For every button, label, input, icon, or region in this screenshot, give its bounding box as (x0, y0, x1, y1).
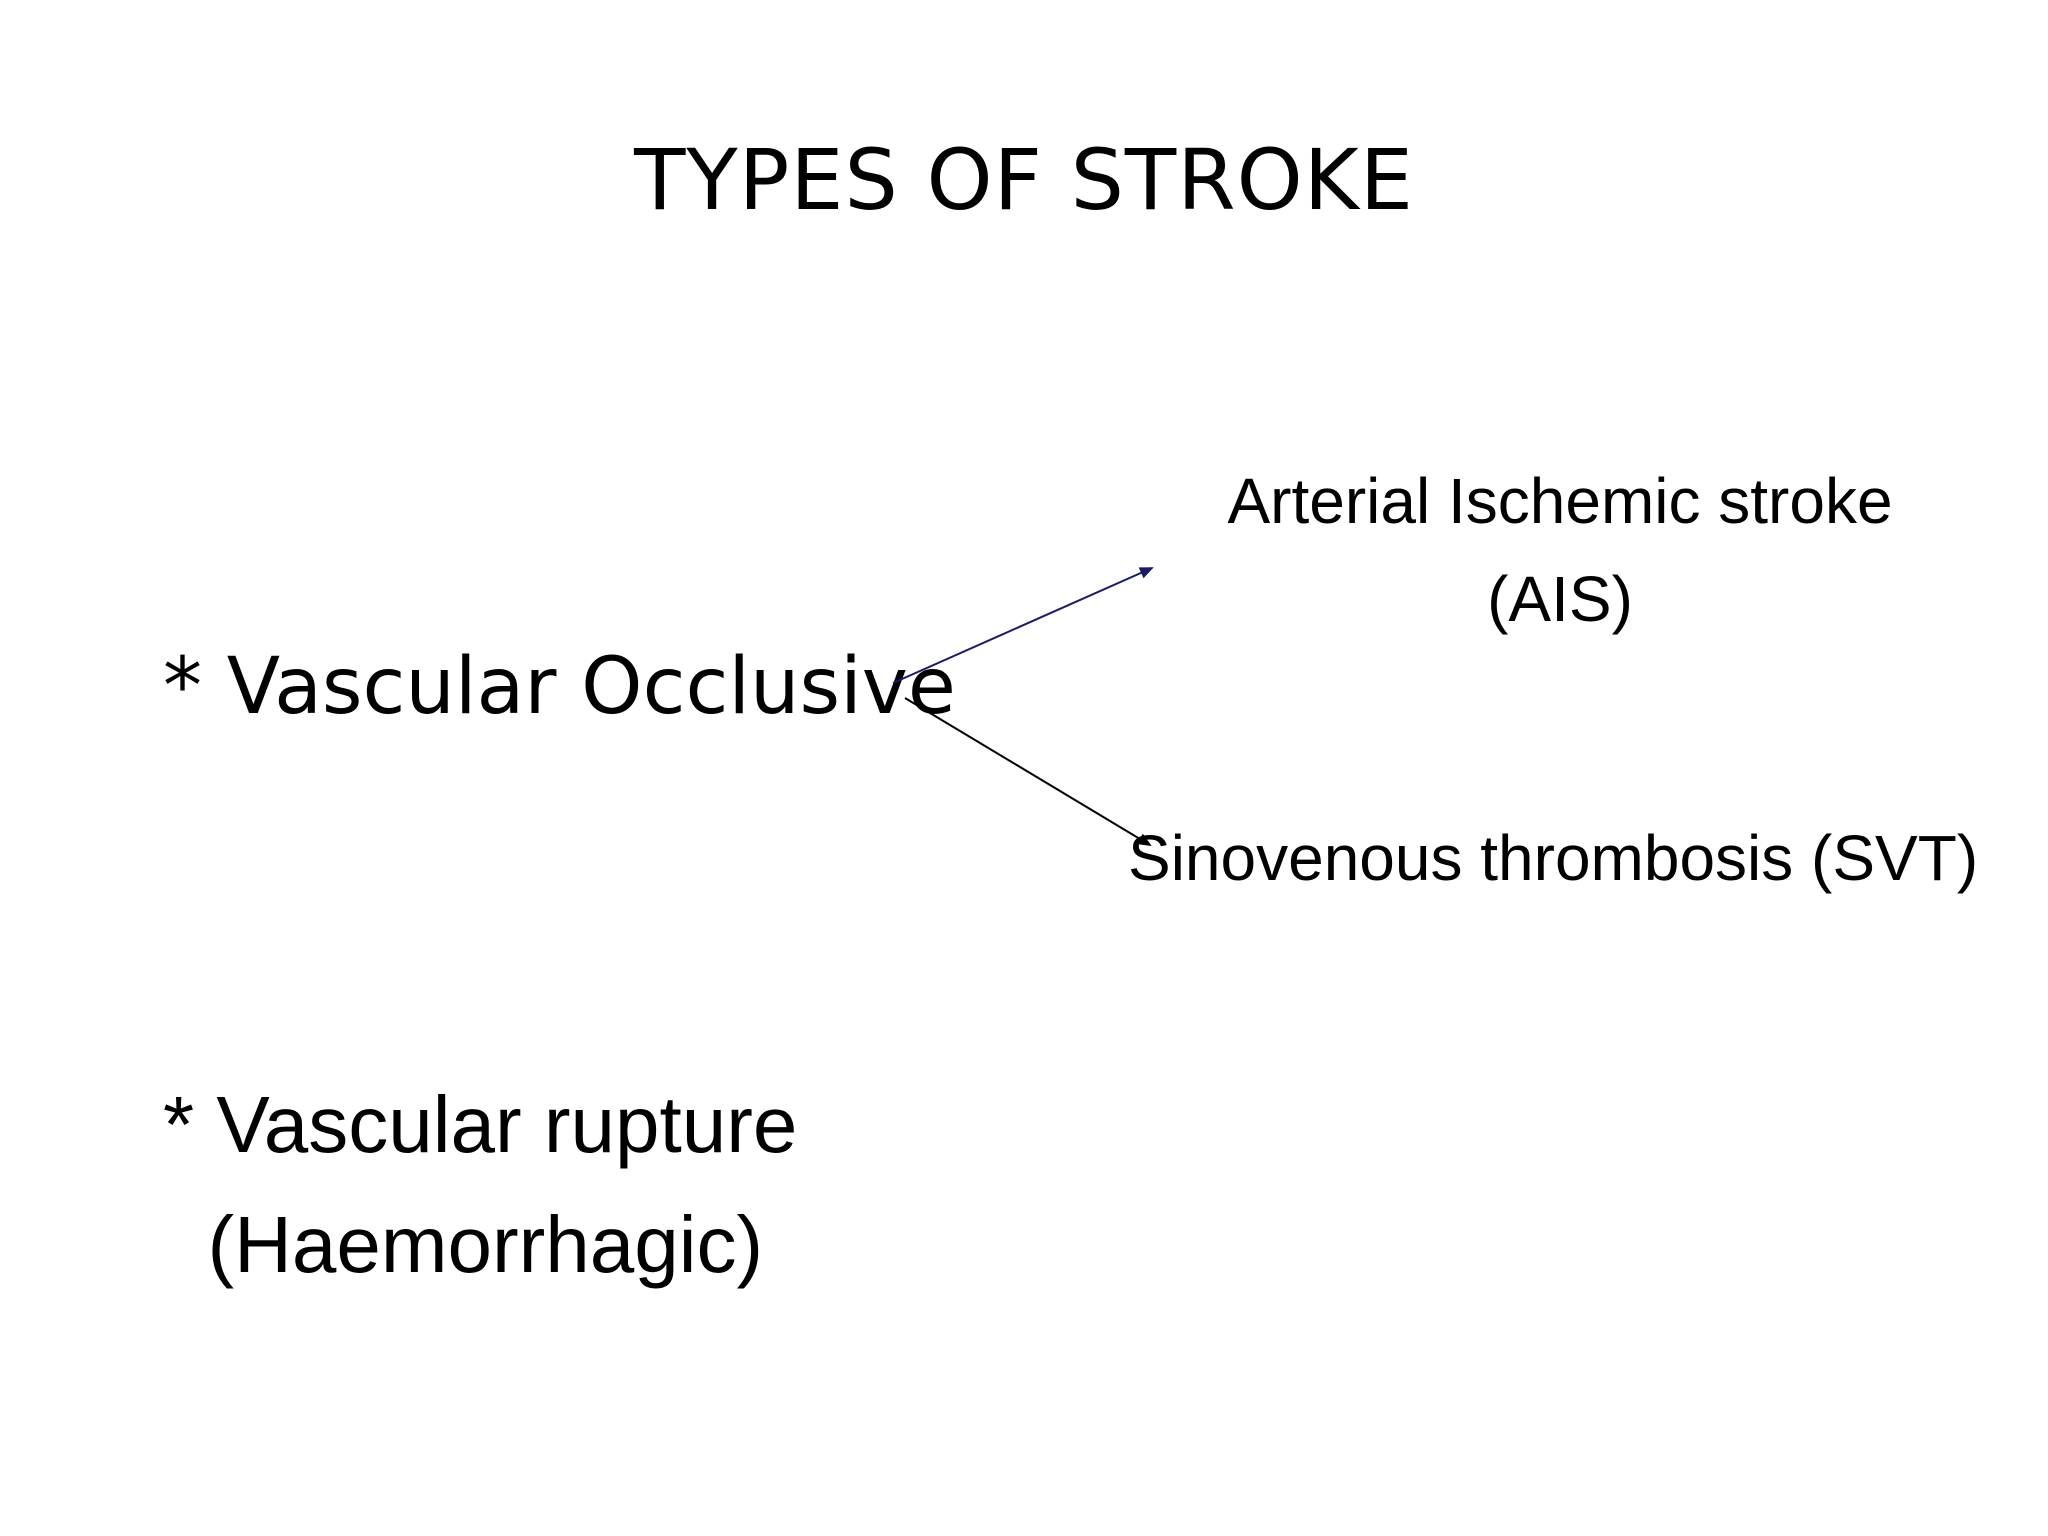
bullet-vascular-rupture: * Vascular rupture (Haemorrhagic) (163, 1065, 797, 1305)
bullet-rupture-line2: (Haemorrhagic) (163, 1200, 764, 1289)
branch-ais-line1: Arterial Ischemic stroke (1227, 465, 1893, 537)
bullet-rupture-line1: * Vascular rupture (163, 1080, 798, 1169)
branch-ais-line2: (AIS) (1487, 563, 1633, 635)
branch-arterial-ischemic-stroke: Arterial Ischemic stroke (AIS) (1200, 452, 1920, 648)
branch-sinovenous-thrombosis: Sinovenous thrombosis (SVT) (1128, 822, 1979, 894)
bullet-vascular-occlusive: * Vascular Occlusive (163, 642, 956, 732)
slide-title: TYPES OF STROKE (634, 131, 1414, 229)
